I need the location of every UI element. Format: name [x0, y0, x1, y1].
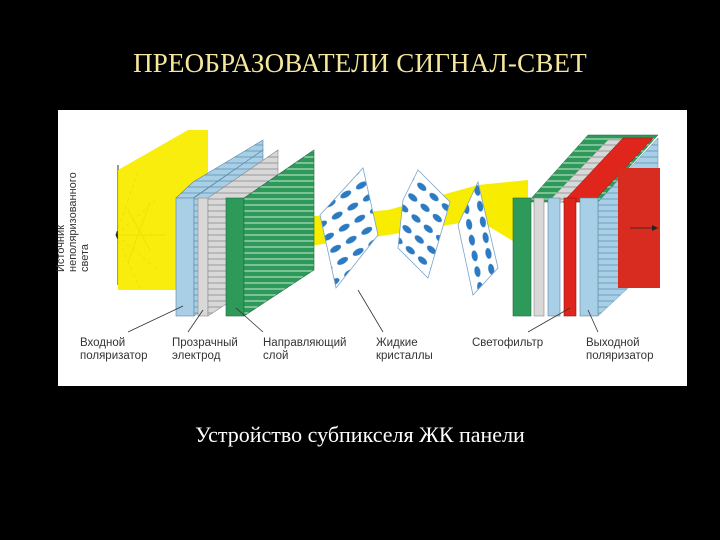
guide-layer [225, 149, 315, 317]
liquid-crystal-2 [397, 169, 451, 279]
slide-title: ПРЕОБРАЗОВАТЕЛИ СИГНАЛ-СВЕТ [133, 48, 587, 78]
transparent-electrode-label-2: электрод [172, 350, 221, 362]
color-filter-label: Светофильтр [472, 337, 543, 350]
source-label-line-2: неполяризованного [67, 172, 79, 272]
input-polarizer-label-2: поляризатор [80, 350, 148, 362]
guide-layer-label: Направляющий слой [263, 337, 346, 363]
light-source-label: Источник неполяризованного света [55, 172, 91, 272]
liquid-crystals-label-1: Жидкие [376, 337, 418, 349]
transparent-electrode-label: Прозрачный электрод [172, 337, 238, 363]
figure-caption: Устройство субпикселя ЖК панели [195, 422, 525, 447]
transparent-electrode-label-1: Прозрачный [172, 337, 238, 349]
lcd-subpixel-diagram: Источник неполяризованного света Входной… [55, 110, 687, 386]
liquid-crystals-label: Жидкие кристаллы [376, 337, 433, 363]
guide-layer-label-1: Направляющий [263, 337, 347, 349]
input-polarizer-label-1: Входной [80, 337, 126, 349]
liquid-crystal-1 [319, 167, 379, 289]
label-leaders [127, 289, 599, 333]
liquid-crystals-label-2: кристаллы [376, 350, 433, 362]
input-polarizer-label: Входной поляризатор [80, 337, 147, 363]
color-filter-label-1: Светофильтр [472, 337, 544, 349]
diagram-drawing [115, 130, 660, 333]
output-polarizer-label-2: поляризатор [586, 350, 654, 362]
source-label-line-3: света [79, 243, 91, 272]
source-label-line-1: Источник [55, 225, 67, 272]
output-polarizer-label: Выходной поляризатор [586, 337, 653, 363]
liquid-crystal-3 [457, 180, 499, 296]
guide-layer-label-2: слой [263, 350, 289, 362]
output-polarizer-label-1: Выходной [586, 337, 640, 349]
